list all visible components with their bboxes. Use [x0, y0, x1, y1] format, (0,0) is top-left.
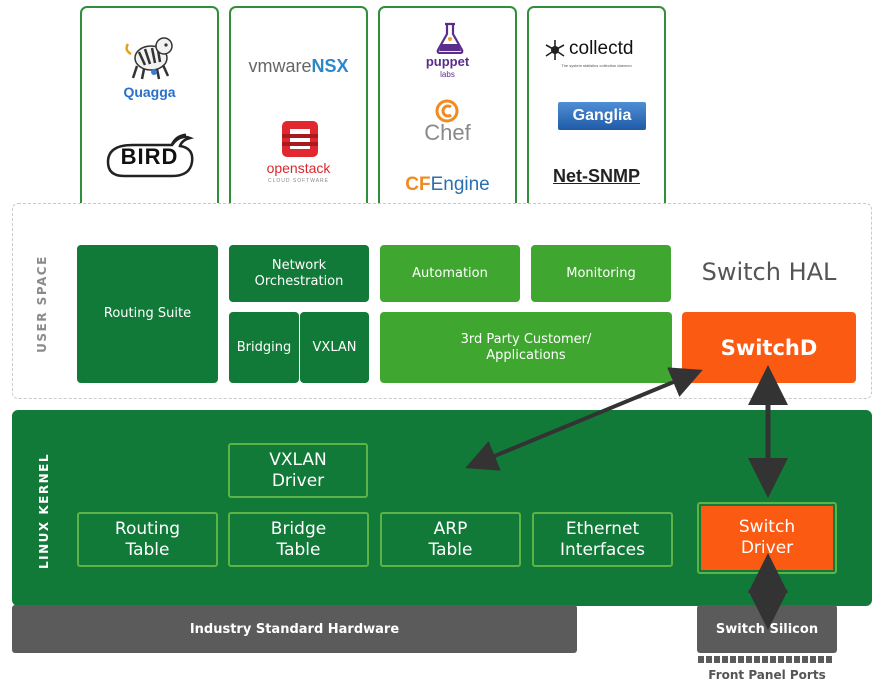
ganglia-logo: Ganglia: [558, 102, 646, 130]
industry-standard-hardware-bar: Industry Standard Hardware: [12, 605, 577, 653]
vxlan-driver-box: VXLAN Driver: [228, 443, 368, 498]
vxlan-box: VXLAN: [300, 312, 369, 383]
bird-wing-icon: [106, 133, 195, 178]
quagga-zebra-icon: [125, 37, 173, 80]
network-orchestration-box: Network Orchestration: [229, 245, 369, 302]
puppet-logo-text: puppet: [425, 54, 470, 69]
vmware-nsx-logo: vmwareNSX: [231, 56, 366, 77]
netsnmp-logo-text: Net-SNMP: [552, 166, 640, 186]
bridge-table-box: Bridge Table: [228, 512, 369, 567]
cf-logo-text: CF: [405, 174, 431, 195]
vmware-logo-text: vmware: [248, 56, 312, 76]
switchd-box: SwitchD: [682, 312, 856, 383]
collectd-logo-text: collectd: [569, 38, 634, 59]
routing-logos-callout: Quagga BIRD: [80, 6, 219, 221]
routing-table-box: Routing Table: [77, 512, 218, 567]
collectd-hub-icon: [545, 40, 565, 60]
switch-hal-label: Switch HAL: [701, 258, 837, 286]
arp-table-box: ARP Table: [380, 512, 521, 567]
front-panel-ports-label: Front Panel Ports: [708, 668, 826, 682]
chef-icon: [435, 99, 459, 123]
engine-logo-text: Engine: [430, 174, 490, 195]
openstack-subtitle: CLOUD SOFTWARE: [267, 178, 330, 184]
bridging-box: Bridging: [229, 312, 299, 383]
front-panel-ports-icon: [698, 656, 832, 663]
puppet-flask-icon: [436, 22, 464, 54]
automation-logos-callout: puppet labs Chef CFEngine: [378, 6, 517, 221]
routing-suite-box: Routing Suite: [77, 245, 218, 383]
ganglia-logo-text: Ganglia: [572, 107, 632, 124]
automation-box: Automation: [380, 245, 520, 302]
ethernet-interfaces-box: Ethernet Interfaces: [532, 512, 673, 567]
openstack-icon: [282, 121, 318, 157]
nsx-logo-text: NSX: [311, 56, 349, 76]
chef-logo-text: Chef: [424, 120, 471, 145]
bird-logo: BIRD: [82, 132, 217, 184]
cfengine-logo: CFEngine: [380, 174, 515, 196]
openstack-logo-text: openstack: [266, 160, 331, 176]
monitoring-logos-callout: collectd The system statistics collectio…: [527, 6, 666, 221]
collectd-subtitle: The system statistics collection daemon: [561, 63, 632, 68]
bird-logo-text: BIRD: [120, 144, 179, 169]
switchd-to-kernel-arrow: [465, 367, 703, 471]
quagga-logo-text: Quagga: [123, 84, 176, 100]
monitoring-box: Monitoring: [531, 245, 671, 302]
orchestration-logos-callout: vmwareNSX openstack CLOUD SOFTWARE: [229, 6, 368, 221]
puppet-subtitle: labs: [440, 70, 455, 79]
